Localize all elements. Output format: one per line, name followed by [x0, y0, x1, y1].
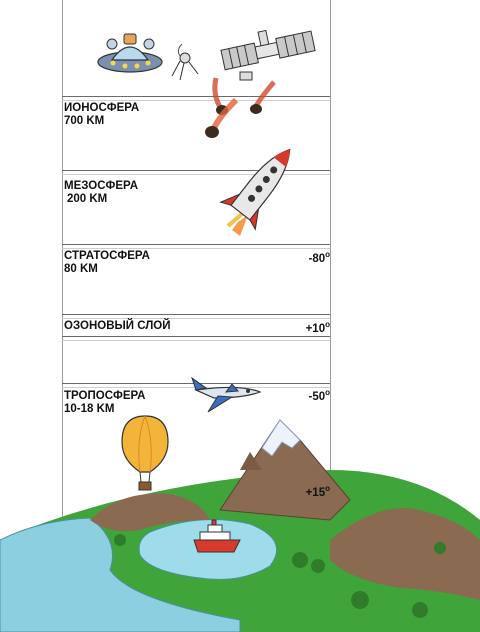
- mesosphere-label: МЕЗОСФЕРА 200 KM: [64, 180, 138, 206]
- stratosphere-boundary: [62, 244, 330, 245]
- ozone-top-shadow: [62, 318, 330, 319]
- rocket-icon: [219, 148, 291, 236]
- ionosphere-label: ИОНОСФЕРА 700 KM: [64, 102, 139, 128]
- ship-icon: [193, 519, 241, 553]
- surface-temp-degree: о: [325, 484, 330, 493]
- ozone-temp-degree: о: [325, 320, 330, 329]
- mesosphere-name: МЕЗОСФЕРА: [64, 180, 139, 192]
- stratosphere-name: СТРАТОСФЕРА: [64, 250, 150, 262]
- ozone-label: ОЗОНОВЫЙ СЛОЙ: [64, 320, 171, 333]
- ionosphere-name: ИОНОСФЕРА: [64, 102, 140, 114]
- stratosphere-height: 80 KM: [64, 263, 98, 275]
- left-boundary-line: [62, 0, 63, 520]
- ionosphere-boundary-shadow: [62, 100, 330, 101]
- surface-temp-value: +15: [305, 486, 326, 499]
- stratosphere-temperature: -80о: [308, 250, 330, 265]
- satellite-icon: [220, 29, 316, 81]
- surface-temperature: +15о: [306, 484, 330, 499]
- stratosphere-boundary-shadow: [62, 248, 330, 249]
- earth-scene: [0, 419, 480, 632]
- troposphere-temp-value: -50: [308, 390, 326, 403]
- ionosphere-boundary: [62, 96, 330, 97]
- meteors-icon: [205, 77, 276, 138]
- troposphere-name: ТРОПОСФЕРА: [64, 390, 146, 402]
- troposphere-label: ТРОПОСФЕРА 10-18 KM: [64, 390, 145, 416]
- ozone-bottom-boundary: [62, 336, 330, 337]
- ozone-top-boundary: [62, 314, 330, 315]
- stratosphere-temp-value: -80: [308, 252, 326, 265]
- troposphere-temp-degree: о: [325, 388, 330, 397]
- airplane-icon: [191, 376, 262, 413]
- ionosphere-height: 700 KM: [64, 115, 105, 127]
- troposphere-temperature: -50о: [308, 388, 330, 403]
- ozone-temperature: +10о: [306, 320, 330, 335]
- ozone-bottom-shadow: [62, 340, 330, 341]
- right-boundary-line: [330, 0, 331, 500]
- ufo-icon: [97, 33, 163, 73]
- mesosphere-boundary-shadow: [62, 174, 330, 175]
- mesosphere-boundary: [62, 170, 330, 171]
- sputnik-icon: [171, 43, 199, 81]
- ozone-temp-value: +10: [305, 322, 326, 335]
- troposphere-height: 10-18 KM: [64, 403, 115, 415]
- hot-air-balloon-icon: [121, 415, 169, 491]
- stratosphere-temp-degree: о: [325, 250, 330, 259]
- stratosphere-label: СТРАТОСФЕРА 80 KM: [64, 250, 150, 276]
- mesosphere-height: 200 KM: [67, 193, 108, 205]
- ozone-name: ОЗОНОВЫЙ СЛОЙ: [64, 320, 171, 332]
